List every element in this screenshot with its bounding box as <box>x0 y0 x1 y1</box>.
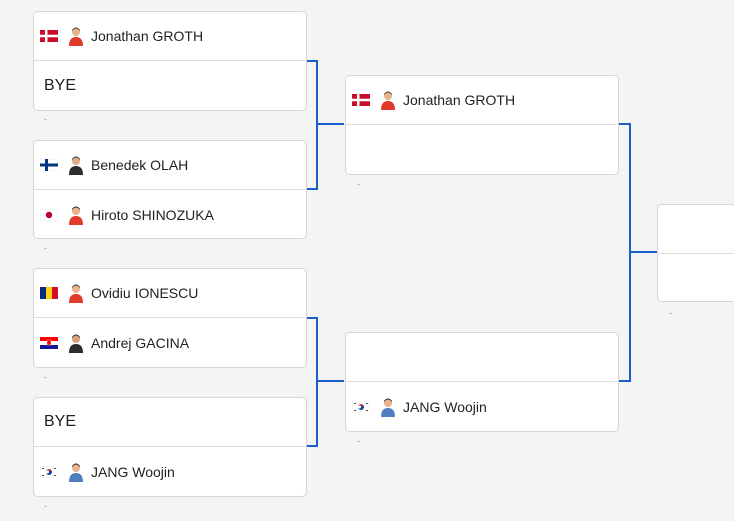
bye-slot: BYE <box>34 61 306 110</box>
bye-label: BYE <box>44 413 77 430</box>
match-card-r1-1[interactable]: Jonathan GROTH BYE <box>33 11 307 111</box>
player-avatar-icon <box>381 398 395 417</box>
player-slot[interactable]: Benedek OLAH <box>34 141 306 190</box>
player-avatar-icon <box>69 27 83 46</box>
south-korea-flag-icon <box>352 400 370 413</box>
player-avatar-icon <box>69 463 83 482</box>
connector-r1-b-out <box>316 380 344 382</box>
player-slot[interactable]: Jonathan GROTH <box>346 76 618 125</box>
player-name: Benedek OLAH <box>91 157 189 173</box>
match-card-r2-2[interactable]: JANG Woojin <box>345 332 619 432</box>
connector-r1-a-top <box>306 60 318 62</box>
player-slot[interactable]: Andrej GACINA <box>34 318 306 367</box>
player-name: JANG Woojin <box>91 463 175 480</box>
player-slot[interactable]: JANG Woojin <box>34 447 306 496</box>
bye-label: BYE <box>44 76 77 94</box>
player-avatar-icon <box>69 284 83 303</box>
connector-r2-top <box>618 123 631 125</box>
match-tick <box>44 506 47 507</box>
connector-r1-a-vertical <box>316 60 318 190</box>
romania-flag-icon <box>40 287 58 299</box>
connector-r1-a-out <box>316 123 344 125</box>
finland-flag-icon <box>40 159 58 171</box>
player-avatar-icon <box>381 91 395 110</box>
empty-slot <box>658 205 734 254</box>
player-slot[interactable]: Jonathan GROTH <box>34 12 306 61</box>
match-card-r1-3[interactable]: Ovidiu IONESCU Andrej GACINA <box>33 268 307 368</box>
match-tick <box>44 119 47 120</box>
denmark-flag-icon <box>352 94 370 106</box>
player-name: Jonathan GROTH <box>91 28 204 44</box>
empty-slot <box>346 125 618 174</box>
empty-slot <box>346 333 618 382</box>
connector-r2-bottom <box>618 380 631 382</box>
match-tick <box>44 248 47 249</box>
player-avatar-icon <box>69 156 83 175</box>
connector-r1-b-vertical <box>316 317 318 447</box>
connector-r1-b-top <box>306 317 318 319</box>
denmark-flag-icon <box>40 30 58 42</box>
player-slot[interactable]: Ovidiu IONESCU <box>34 269 306 318</box>
player-avatar-icon <box>69 206 83 225</box>
connector-r2-out <box>629 251 657 253</box>
player-name: Ovidiu IONESCU <box>91 285 199 301</box>
player-name: Hiroto SHINOZUKA <box>91 206 214 223</box>
player-name: Andrej GACINA <box>91 334 190 351</box>
japan-flag-icon <box>40 208 58 221</box>
connector-r1-b-bottom <box>306 445 318 447</box>
bye-slot: BYE <box>34 398 306 447</box>
croatia-flag-icon <box>40 336 58 349</box>
match-card-r2-1[interactable]: Jonathan GROTH <box>345 75 619 175</box>
match-card-r3-1[interactable] <box>657 204 734 302</box>
match-tick <box>669 313 672 314</box>
player-name: Jonathan GROTH <box>403 92 516 108</box>
player-slot[interactable]: JANG Woojin <box>346 382 618 431</box>
empty-slot <box>658 254 734 301</box>
connector-r1-a-bottom <box>306 188 318 190</box>
match-card-r1-4[interactable]: BYE JANG Woojin <box>33 397 307 497</box>
player-slot[interactable]: Hiroto SHINOZUKA <box>34 190 306 238</box>
match-tick <box>357 441 360 442</box>
player-avatar-icon <box>69 334 83 353</box>
match-tick <box>44 377 47 378</box>
player-name: JANG Woojin <box>403 398 487 415</box>
match-tick <box>357 184 360 185</box>
match-card-r1-2[interactable]: Benedek OLAH Hiroto SHINOZUKA <box>33 140 307 239</box>
south-korea-flag-icon <box>40 465 58 478</box>
